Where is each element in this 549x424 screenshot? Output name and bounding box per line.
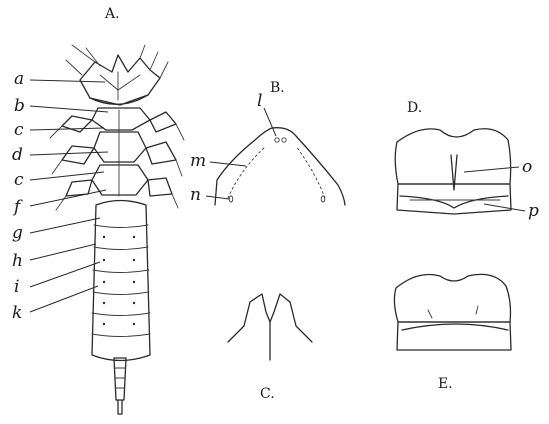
- label-f: f: [12, 197, 23, 217]
- leader-k: [30, 286, 98, 312]
- leader-g: [30, 218, 100, 233]
- panel-a-insect-ventral: A.: [12, 6, 184, 414]
- label-p: p: [528, 201, 539, 221]
- panel-c-title: C.: [260, 386, 275, 402]
- panel-e-title: E.: [438, 376, 453, 392]
- label-a: a: [14, 69, 24, 89]
- panel-d-sternal-plate: D. o p: [395, 100, 539, 221]
- label-n: n: [190, 185, 201, 205]
- panel-d-title: D.: [407, 100, 422, 116]
- panel-b-title: B.: [270, 80, 285, 96]
- panel-b-head-outline: B. l m n: [190, 80, 345, 205]
- leader-a: [30, 80, 105, 82]
- label-m: m: [190, 151, 206, 171]
- panel-e-sternal-plate: E.: [394, 274, 511, 392]
- leader-n: [206, 196, 229, 199]
- abdomen: [92, 201, 150, 415]
- label-i: i: [14, 277, 19, 297]
- leader-b: [30, 106, 108, 112]
- label-b: b: [14, 96, 25, 116]
- panel-a-title: A.: [104, 6, 120, 22]
- leader-i: [30, 262, 100, 287]
- leader-h: [30, 244, 96, 260]
- leader-d: [30, 152, 108, 155]
- head-region: [66, 45, 168, 105]
- label-c-2: c: [14, 170, 24, 190]
- label-h: h: [12, 251, 23, 271]
- label-g: g: [12, 223, 23, 243]
- label-c-1: c: [14, 120, 24, 140]
- panel-c-mouth-structure: C.: [228, 294, 312, 402]
- label-k: k: [12, 303, 22, 323]
- label-o: o: [522, 157, 532, 177]
- label-l: l: [257, 91, 262, 111]
- thorax-region: [50, 108, 184, 210]
- label-d: d: [12, 145, 23, 165]
